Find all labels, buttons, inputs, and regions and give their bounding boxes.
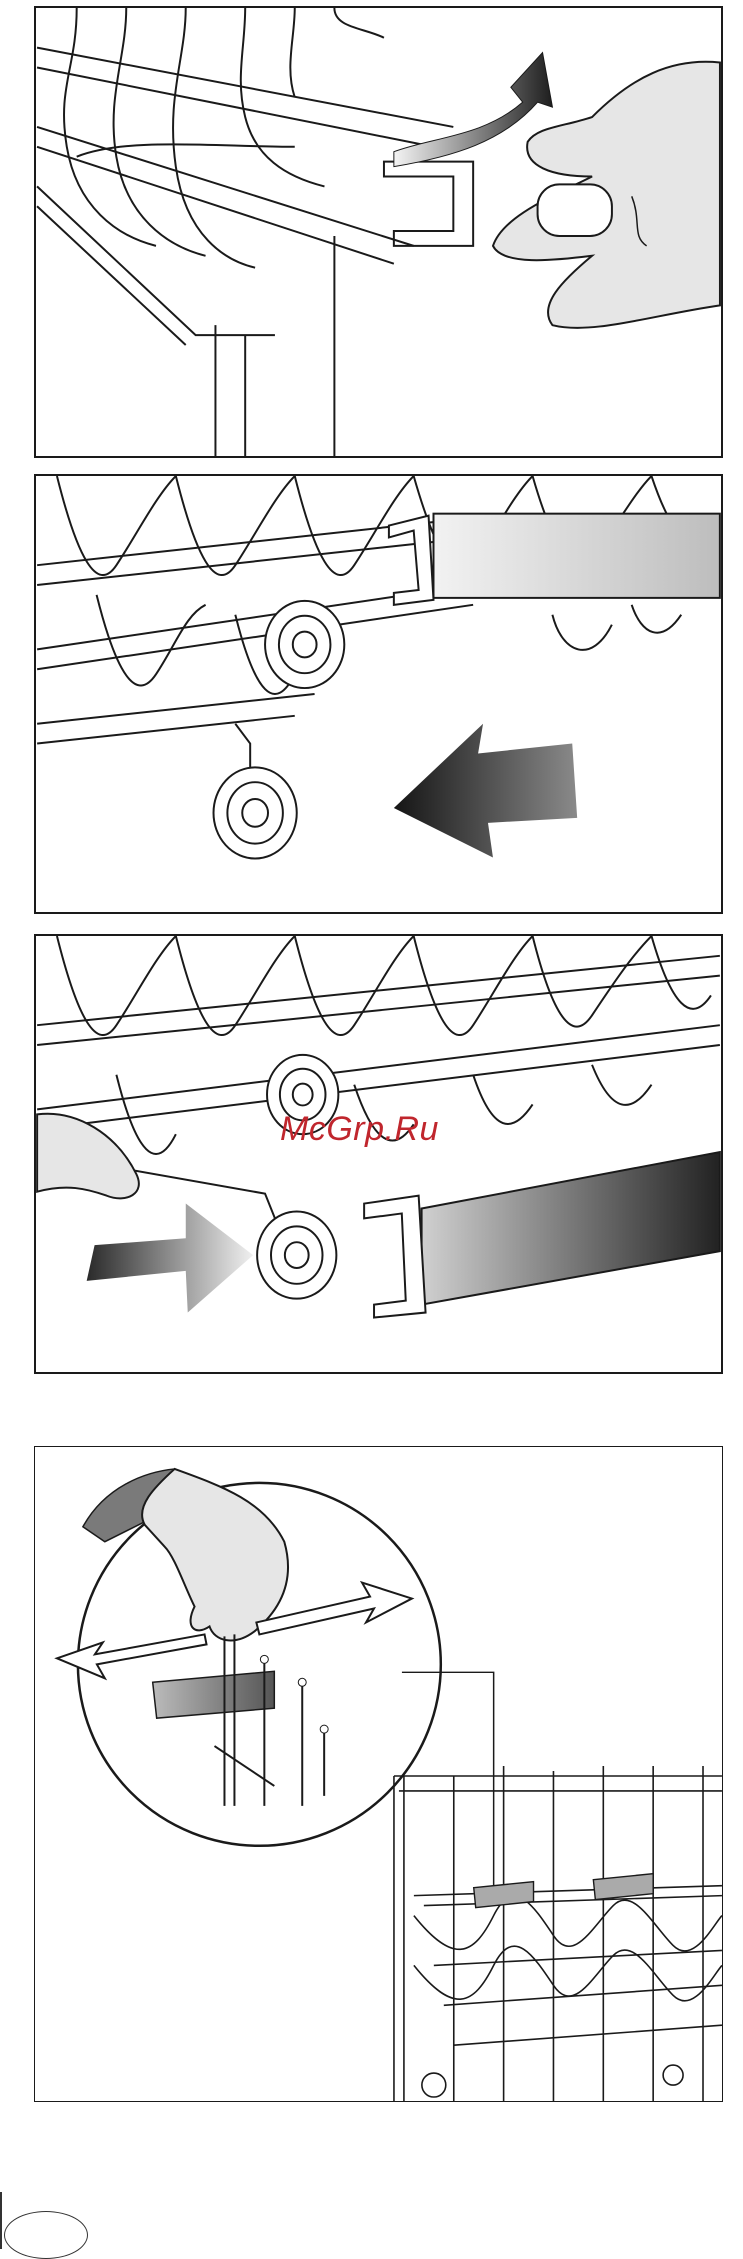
rail-bar bbox=[422, 1152, 720, 1305]
basket-wheel-insert-diagram bbox=[36, 936, 721, 1372]
rack-clip-diagram bbox=[35, 1447, 722, 2101]
watermark: McGrp.Ru bbox=[280, 1110, 439, 1149]
illustration-rack-clip bbox=[34, 1446, 723, 2102]
basket-wheel-diagram bbox=[36, 476, 721, 912]
rail-bar bbox=[433, 514, 719, 598]
page-number-oval bbox=[4, 2211, 88, 2259]
basket-rail-diagram bbox=[36, 8, 721, 456]
hand-icon bbox=[37, 1114, 139, 1199]
illustration-lift-clip bbox=[34, 6, 723, 458]
page-edge-line bbox=[0, 2192, 2, 2249]
arrow-right-icon bbox=[87, 1204, 253, 1313]
arrow-left-icon bbox=[394, 724, 577, 858]
wheel-icon bbox=[257, 1055, 338, 1299]
illustration-insert-wheel: McGrp.Ru bbox=[34, 934, 723, 1374]
illustration-remove-wheel bbox=[34, 474, 723, 914]
